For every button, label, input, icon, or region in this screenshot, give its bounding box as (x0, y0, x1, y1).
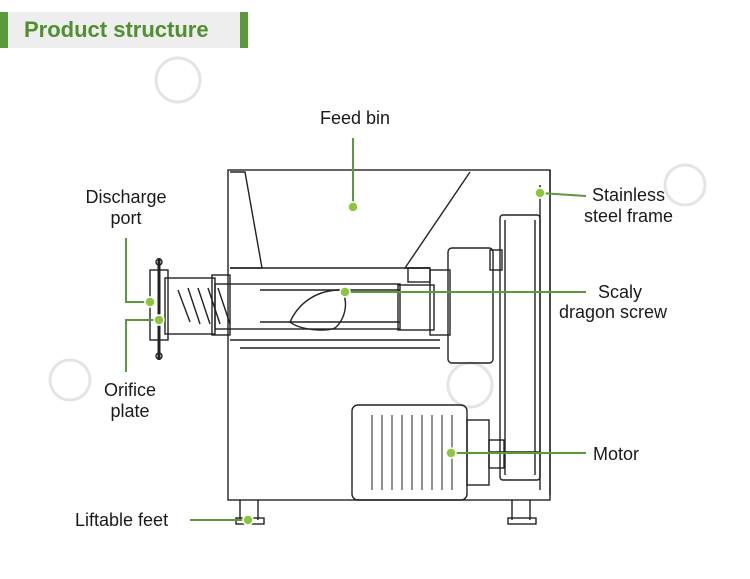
callout-stainless-frame (539, 192, 587, 197)
label-liftable-feet: Liftable feet (75, 510, 169, 530)
header-accent-right (240, 12, 248, 48)
label-orifice-line1: Orifice (103, 380, 156, 400)
label-scaly-line1: Scaly (597, 282, 642, 302)
label-scaly-line2: dragon screw (559, 302, 668, 322)
foot-right (507, 517, 537, 525)
label-orifice-line2: plate (110, 401, 150, 421)
label-discharge-line1: Discharge (85, 187, 167, 207)
callout-dots (144, 187, 546, 526)
header-background (8, 12, 240, 48)
label-feed-bin: Feed bin (319, 108, 391, 128)
feed-bin-left-wall (230, 171, 263, 269)
screw-twist (289, 289, 347, 331)
label-motor: Motor (593, 444, 640, 464)
screw-flights (177, 287, 231, 325)
callout-lines (125, 138, 587, 521)
belt-guard (499, 214, 541, 481)
callout-discharge-port (125, 238, 150, 303)
feed-bin-right-wall (403, 171, 471, 269)
bearing-housing (447, 247, 494, 364)
machine-body (227, 169, 551, 501)
label-stainless-line1: Stainless (592, 185, 666, 205)
section-header: Product structure (0, 12, 248, 48)
machine-drawing (149, 169, 551, 525)
label-stainless-line2: steel frame (584, 206, 674, 226)
header-accent-left (0, 12, 8, 48)
page-title: Product structure (24, 17, 209, 42)
label-discharge-line2: port (110, 208, 142, 228)
discharge-head (164, 277, 216, 335)
callout-orifice-plate (125, 319, 159, 372)
